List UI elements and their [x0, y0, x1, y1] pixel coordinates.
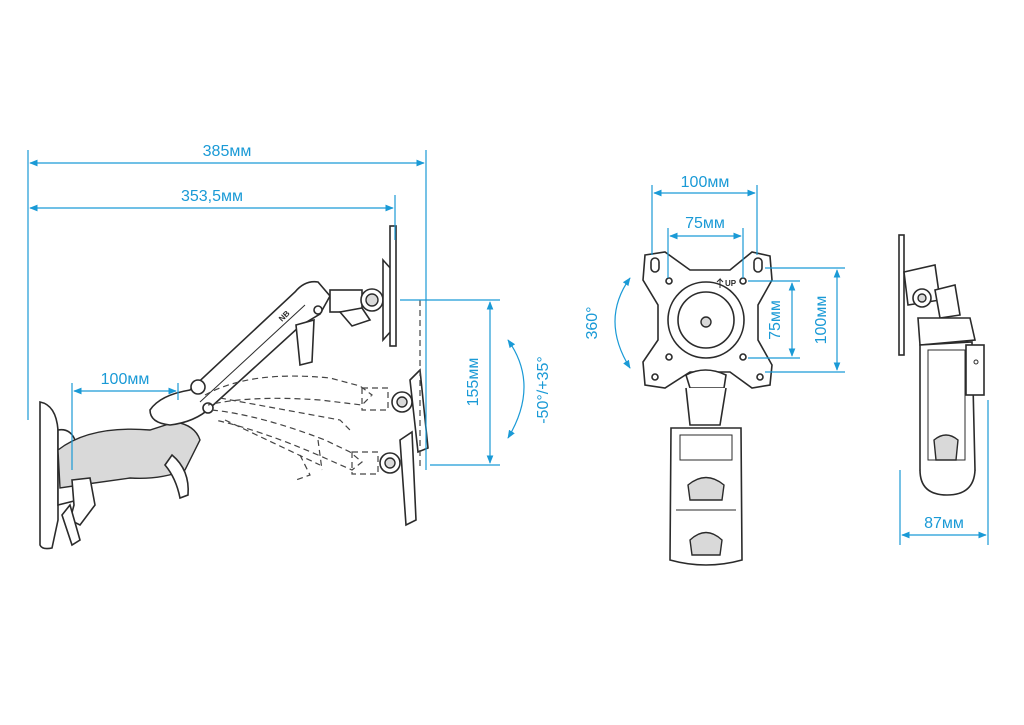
vesa-plate: UP	[642, 251, 773, 389]
main-arm: NB	[149, 280, 331, 426]
dim-tilt-label: -50°/+35°	[535, 356, 552, 424]
dim-depth-label: 87мм	[924, 515, 964, 532]
tilt-head	[329, 225, 397, 347]
rear-view: 87мм	[898, 234, 989, 545]
dim-vesa-75-v: 75мм	[748, 280, 800, 359]
dim-reach-label: 353,5мм	[181, 188, 243, 205]
dim-vesa-100-h: 100мм	[651, 174, 758, 255]
base-joint	[57, 421, 201, 547]
dim-vesa-75-h: 75мм	[667, 215, 744, 278]
front-view: UP 100мм 75мм 75мм	[584, 174, 845, 566]
dim-vesa-inner-h-label: 75мм	[685, 215, 725, 232]
dim-vesa-100-v: 100мм	[765, 267, 845, 373]
dim-height-label: 155мм	[465, 358, 482, 407]
dim-100-arm: 100мм	[71, 371, 179, 470]
dim-155: 155мм	[400, 299, 500, 466]
dim-vesa-outer-h-label: 100мм	[681, 174, 730, 191]
side-view: NB	[27, 143, 552, 550]
dim-tilt: -50°/+35°	[507, 339, 552, 439]
dim-arm-label: 100мм	[101, 371, 150, 388]
dim-vesa-inner-v-label: 75мм	[767, 300, 784, 340]
up-label: UP	[725, 279, 737, 288]
dim-385: 385мм	[27, 143, 427, 470]
dim-total-label: 385мм	[203, 143, 252, 160]
arm-column	[669, 369, 743, 566]
dim-vesa-outer-v-label: 100мм	[813, 296, 830, 345]
dim-depth: 87мм	[899, 400, 989, 545]
dim-rotation-label: 360°	[584, 306, 601, 339]
dim-rotation: 360°	[584, 277, 631, 369]
dim-353: 353,5мм	[29, 188, 396, 240]
ghost-arm-positions	[204, 300, 429, 527]
